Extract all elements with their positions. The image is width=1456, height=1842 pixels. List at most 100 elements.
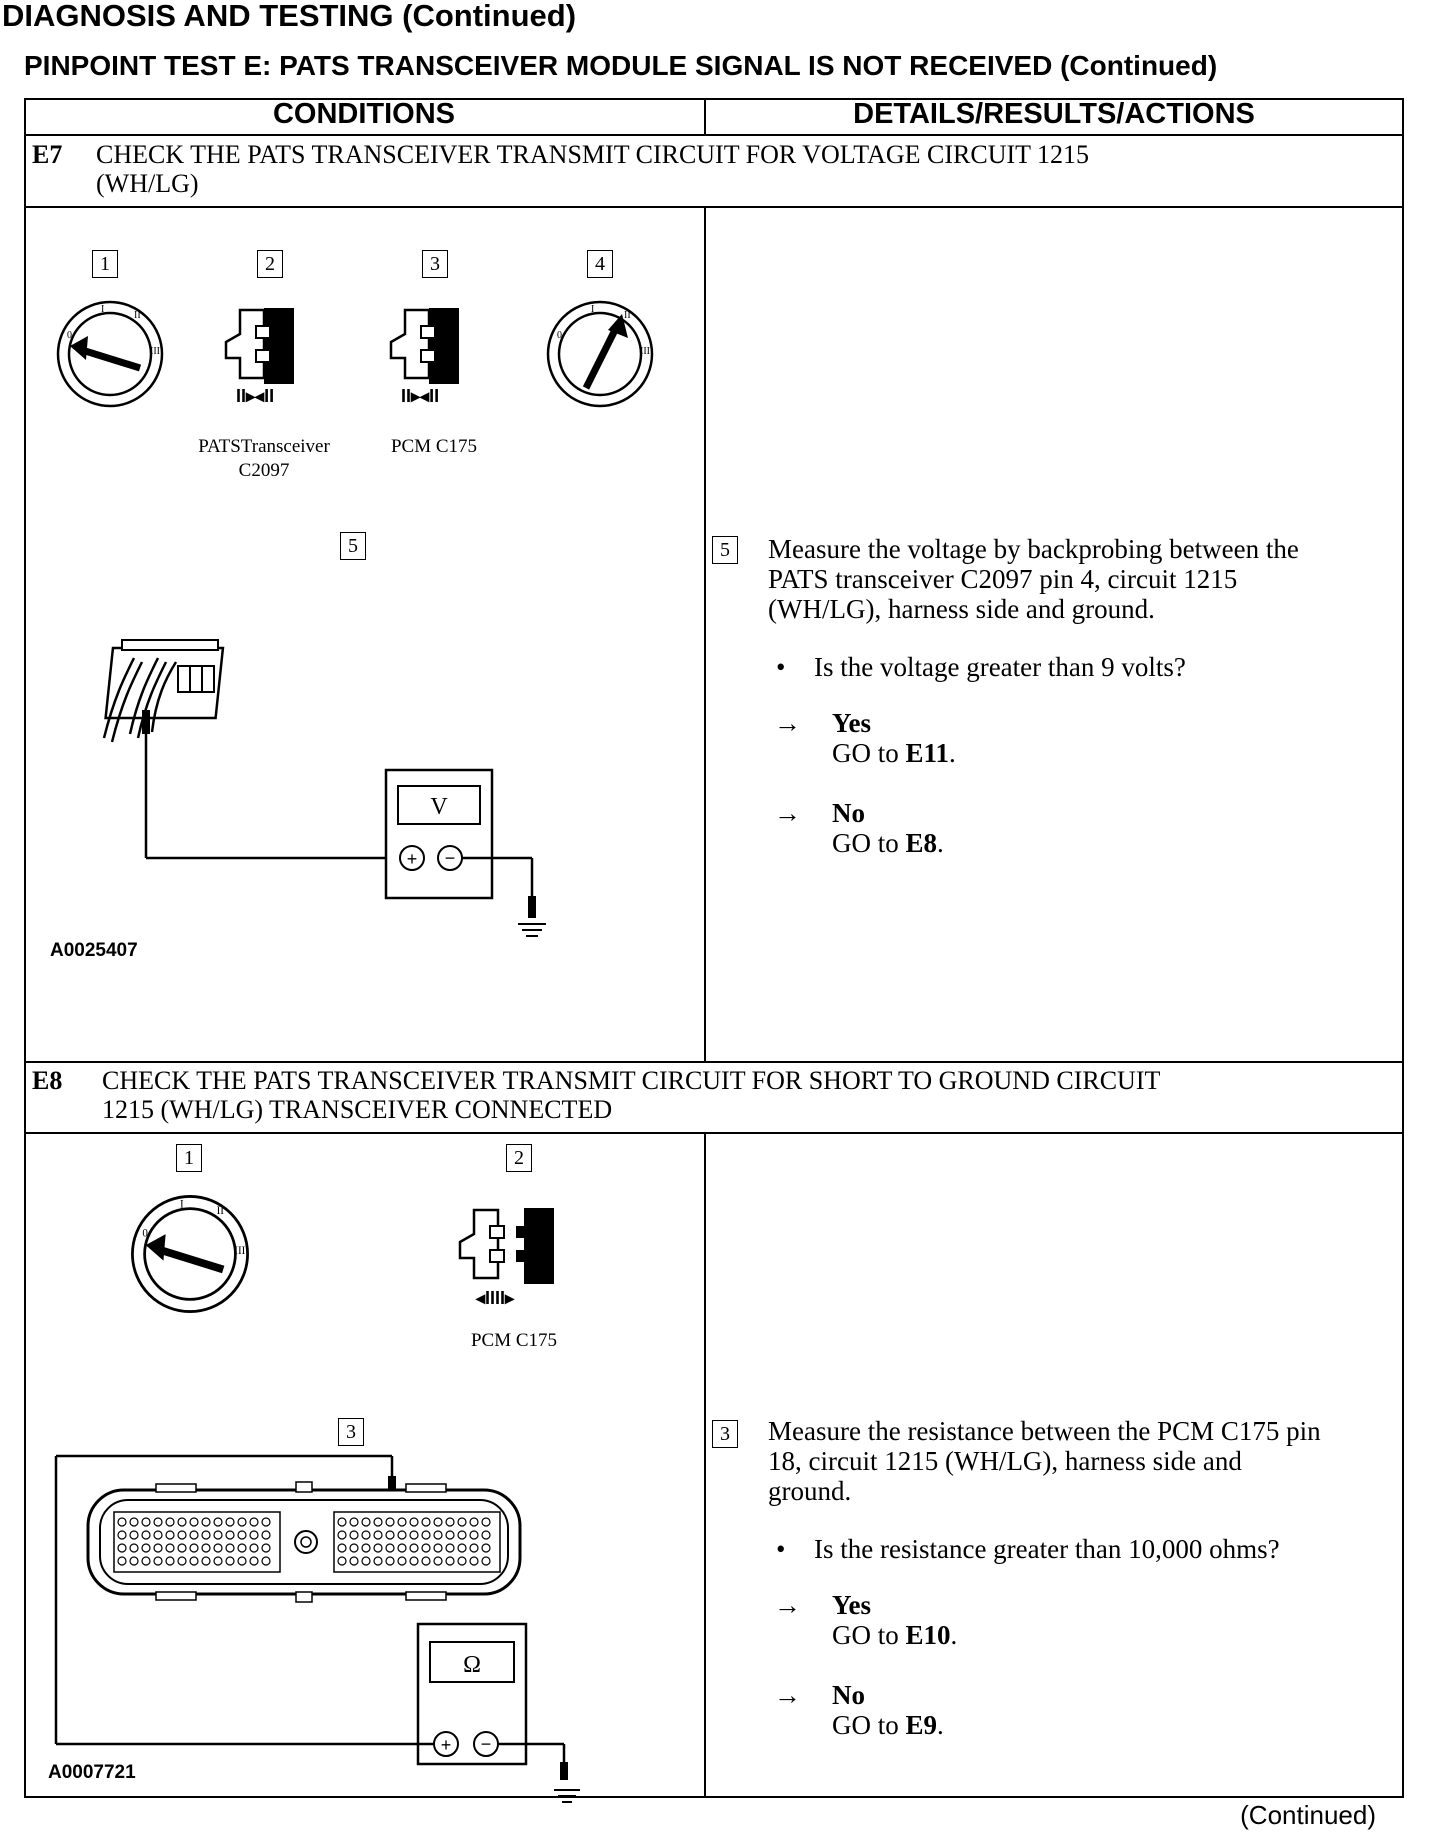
ground-icon [554,1789,580,1803]
e7-title-divider [24,206,1404,208]
svg-text:III: III [150,346,160,357]
conditions-header: CONDITIONS [272,98,456,130]
detail-callout-3: 3 [712,1420,738,1448]
detail-text-e8-line2: 18, circuit 1215 (WH/LG), harness side a… [768,1446,1242,1476]
yes-label: Yes [832,708,871,738]
arrow-right-icon: → [774,1680,801,1710]
pinpoint-test-table: CONDITIONS DETAILS/RESULTS/ACTIONS E7 CH… [24,98,1404,1803]
details-header: DETAILS/RESULTS/ACTIONS [853,98,1255,130]
connector-label-pcm-c175: PCM C175 [470,1330,558,1351]
meter-ohm-symbol: Ω [463,1652,481,1678]
e8-title-top [24,1061,1404,1063]
detail-text-e7-line3: (WH/LG), harness side and ground. [768,594,1155,624]
detail-callout-5: 5 [712,536,738,564]
svg-text:II: II [134,310,141,321]
header-col-divider [704,98,706,136]
callout-2: 2 [506,1144,532,1172]
step-title-e7: CHECK THE PATS TRANSCEIVER TRANSMIT CIRC… [96,140,1346,198]
answer-no-e8: No GO to E9. [832,1680,944,1740]
svg-text:+: + [407,849,418,869]
header-row-divider [24,134,1404,136]
callout-5: 5 [340,532,366,560]
table-border-left [24,98,26,1798]
answer-yes-e7: Yes GO to E11. [832,708,956,768]
arrow-right-icon: → [774,1590,801,1620]
go-to-target-e11[interactable]: E11 [905,738,950,768]
meter-voltage-symbol: V [430,794,448,820]
svg-text:II▸◂II: II▸◂II [236,386,274,406]
svg-text:I: I [591,304,594,315]
go-to-prefix: GO to [832,1710,906,1740]
connector-label-c2097: C2097 [238,460,290,481]
step-title-e7-line1: CHECK THE PATS TRANSCEIVER TRANSMIT CIRC… [96,140,1090,169]
detail-text-e7: Measure the voltage by backprobing betwe… [768,534,1388,624]
question-e8: Is the resistance greater than 10,000 oh… [814,1534,1280,1564]
detail-text-e8-line3: ground. [768,1476,852,1506]
connector-separated-icon: II▸◂II [224,308,294,406]
step-id-e7: E7 [32,140,63,169]
connector-separated-icon: ◂IIII▸ [458,1208,554,1308]
question-e7: Is the voltage greater than 9 volts? [814,652,1186,682]
svg-text:I: I [101,304,104,315]
svg-text:◂IIII▸: ◂IIII▸ [475,1288,515,1308]
detail-text-e8: Measure the resistance between the PCM C… [768,1416,1398,1506]
callout-2: 2 [257,250,283,278]
svg-text:+: + [441,1735,452,1755]
bullet-icon: • [776,652,786,682]
svg-text:II▸◂II: II▸◂II [401,386,439,406]
svg-text:III: III [234,1245,245,1257]
step-id-e8: E8 [32,1066,63,1095]
svg-text:II: II [217,1205,225,1217]
go-to-target-e10[interactable]: E10 [905,1620,951,1650]
go-to-prefix: GO to [832,1620,906,1650]
table-border-top [24,98,1404,100]
e8-col-divider [704,1132,706,1798]
svg-text:−: − [445,848,456,868]
step-title-e8-line2: 1215 (WH/LG) TRANSCEIVER CONNECTED [102,1095,613,1124]
connector-label-pcm-c175: PCM C175 [390,436,478,457]
answer-yes-e8: Yes GO to E10. [832,1590,958,1650]
callout-3: 3 [422,250,448,278]
e7-col-divider [704,206,706,1062]
step-title-e7-line2: (WH/LG) [96,169,199,198]
e8-title-divider [24,1132,1404,1134]
go-to-target-e9[interactable]: E9 [905,1710,938,1740]
section-heading: DIAGNOSIS AND TESTING (Continued) [2,0,577,33]
svg-text:−: − [481,1734,492,1754]
detail-text-e7-line1: Measure the voltage by backprobing betwe… [768,534,1299,564]
ignition-switch-run-icon: 0 I II III [546,300,654,408]
pcm-resistance-diagram: Ω + − [54,1454,568,1780]
go-to-prefix: GO to [832,828,906,858]
no-label: No [832,798,865,828]
arrow-right-icon: → [774,798,801,828]
answer-no-e7: No GO to E8. [832,798,944,858]
table-border-right [1402,98,1404,1798]
svg-text:0: 0 [142,1227,148,1239]
ignition-switch-off-icon: 0 I II III [131,1195,249,1313]
backprobe-voltage-diagram: V + − [102,639,546,937]
step-title-e8: CHECK THE PATS TRANSCEIVER TRANSMIT CIRC… [102,1066,1352,1124]
pinpoint-test-title: PINPOINT TEST E: PATS TRANSCEIVER MODULE… [24,50,1218,81]
detail-text-e8-line1: Measure the resistance between the PCM C… [768,1416,1321,1446]
callout-1: 1 [176,1144,202,1172]
go-to-target-e8[interactable]: E8 [905,828,938,858]
ignition-switch-off-icon: 0 I II III [56,300,164,408]
callout-3: 3 [338,1418,364,1446]
continued-note: (Continued) [1240,1800,1376,1830]
detail-text-e7-line2: PATS transceiver C2097 pin 4, circuit 12… [768,564,1238,594]
figure-id-e8: A0007721 [48,1762,136,1783]
go-to-prefix: GO to [832,738,906,768]
svg-text:III: III [640,346,650,357]
callout-4: 4 [587,250,613,278]
connector-separated-icon: II▸◂II [389,308,459,406]
svg-text:I: I [180,1199,184,1211]
svg-text:0: 0 [67,330,72,341]
figure-id-e7: A0025407 [50,940,138,961]
yes-label: Yes [832,1590,871,1620]
step-title-e8-line1: CHECK THE PATS TRANSCEIVER TRANSMIT CIRC… [102,1066,1161,1095]
bullet-icon: • [776,1534,786,1564]
connector-label-pats-transceiver: PATSTransceiver [198,436,330,457]
svg-text:0: 0 [557,330,562,341]
svg-text:II: II [624,310,631,321]
arrow-right-icon: → [774,708,801,738]
